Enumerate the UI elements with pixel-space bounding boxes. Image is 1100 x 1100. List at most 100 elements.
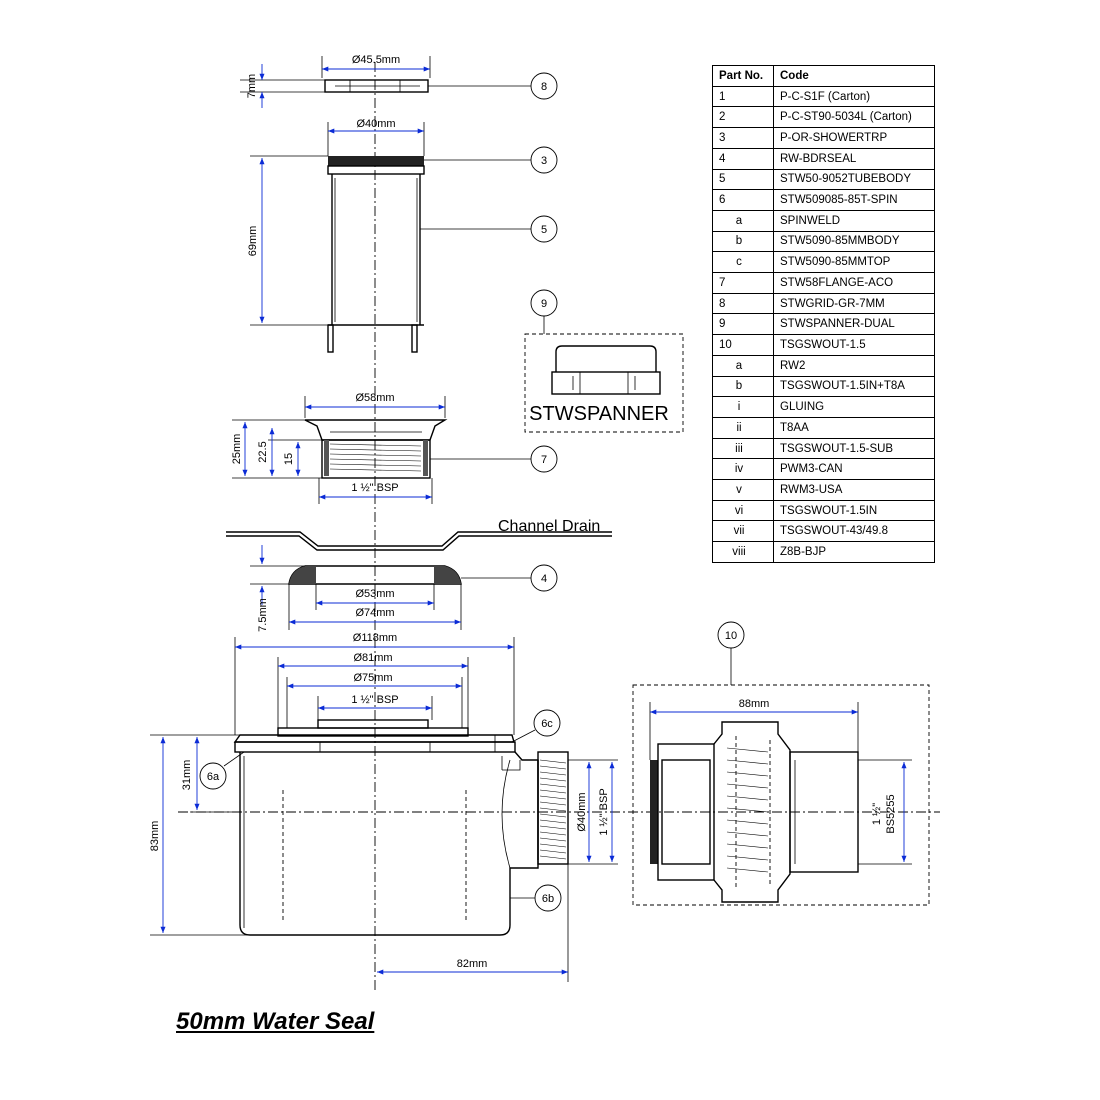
part-number-cell: 1 bbox=[713, 86, 774, 107]
part-code-cell: STW5090-85MMTOP bbox=[780, 256, 891, 269]
seal-height-dimension: 7.5mm bbox=[250, 545, 305, 632]
part-number-cell: 4 bbox=[713, 148, 774, 169]
part-number-cell: a bbox=[713, 210, 774, 231]
svg-text:7: 7 bbox=[541, 454, 547, 466]
outlet-bsp-label: 1 ½" BSP bbox=[598, 788, 610, 835]
parts-table-header: Part No. Code bbox=[713, 66, 934, 87]
part-number-cell: a bbox=[713, 355, 774, 376]
adapter-part-10 bbox=[632, 684, 930, 906]
parts-table-row: 3 P-OR-SHOWERTRP bbox=[713, 128, 934, 149]
flange-dia-label: Ø58mm bbox=[355, 392, 394, 404]
part-number-cell: vii bbox=[713, 521, 774, 542]
part-code-cell: STWGRID-GR-7MM bbox=[780, 297, 885, 310]
tube-dia-dimension: Ø40mm bbox=[327, 118, 425, 156]
header-part-no: Part No. bbox=[713, 66, 774, 86]
parts-table-row: 2 P-C-ST90-5034L (Carton) bbox=[713, 107, 934, 129]
part-code-cell: P-C-S1F (Carton) bbox=[780, 90, 871, 103]
grid-height-dimension: 7mm bbox=[240, 64, 325, 108]
tube-height-dimension: 69mm bbox=[247, 155, 328, 326]
part-code-cell: Z8B-BJP bbox=[780, 546, 827, 559]
tube-height-label: 69mm bbox=[247, 226, 259, 257]
seal-inner-label: Ø53mm bbox=[355, 588, 394, 600]
spanner-label: STWSPANNER bbox=[529, 403, 669, 425]
svg-text:5: 5 bbox=[541, 224, 547, 236]
channel-drain-plate: Channel Drain bbox=[226, 518, 612, 551]
seal-dia-dimensions: Ø53mm Ø74mm bbox=[288, 584, 462, 630]
part-number-cell: 3 bbox=[713, 128, 774, 148]
part-number-cell: b bbox=[713, 231, 774, 252]
outlet-82-label: 82mm bbox=[457, 958, 488, 970]
seal-height-label: 7.5mm bbox=[257, 598, 269, 632]
flange-h25-label: 25mm bbox=[231, 434, 243, 465]
parts-table-row: 4 RW-BDRSEAL bbox=[713, 148, 934, 170]
body-118-label: Ø118mm bbox=[353, 632, 397, 644]
grid-dia-label: Ø45.5mm bbox=[352, 54, 400, 66]
grid-part-8 bbox=[324, 79, 429, 93]
part-code-cell: SPINWELD bbox=[780, 214, 841, 227]
body-bsp-label: 1 ½" BSP bbox=[351, 694, 398, 706]
part-code-cell: GLUING bbox=[780, 401, 825, 414]
adapter-bs-label: 1 ½" bbox=[871, 803, 883, 825]
svg-text:4: 4 bbox=[541, 573, 547, 585]
trap-body-part-6 bbox=[233, 719, 569, 936]
adapter-dimensions: 88mm 1 ½" BS5255 bbox=[649, 698, 912, 865]
part-number-cell: 5 bbox=[713, 169, 774, 190]
drawing-caption: 50mm Water Seal bbox=[176, 1008, 375, 1035]
flange-dia-dimension: Ø58mm bbox=[304, 392, 446, 418]
adapter-88-label: 88mm bbox=[739, 698, 770, 710]
flange-h22-label: 22.5 bbox=[257, 441, 269, 462]
part-code-cell: STW58FLANGE-ACO bbox=[780, 276, 894, 289]
parts-table-row: 1 P-C-S1F (Carton) bbox=[713, 86, 934, 108]
adapter-bs2-label: BS5255 bbox=[885, 794, 897, 833]
body-83-label: 83mm bbox=[149, 821, 161, 852]
parts-table-row: a RW2 bbox=[713, 355, 934, 377]
part-number-cell: 6 bbox=[713, 190, 774, 210]
part-number-cell: iv bbox=[713, 459, 774, 480]
spanner-part-9: STWSPANNER bbox=[524, 333, 684, 433]
svg-text:3: 3 bbox=[541, 155, 547, 167]
outlet-dimensions: Ø40mm 1 ½" BSP 82mm bbox=[377, 759, 618, 982]
parts-table-row: a SPINWELD bbox=[713, 210, 934, 232]
callout-9: 9 bbox=[530, 289, 558, 334]
flange-bsp-dimension: 1 ½" BSP bbox=[318, 478, 433, 504]
grid-height-label: 7mm bbox=[246, 74, 258, 98]
parts-table-row: 9 STWSPANNER-DUAL bbox=[713, 314, 934, 336]
svg-text:10: 10 bbox=[725, 630, 737, 642]
callout-10: 10 bbox=[717, 621, 745, 685]
part-code-cell: TSGSWOUT-1.5IN bbox=[780, 504, 878, 517]
callout-6a: 6a bbox=[199, 751, 245, 790]
part-code-cell: P-C-ST90-5034L (Carton) bbox=[780, 111, 912, 124]
body-height-dimensions: 83mm 31mm bbox=[149, 734, 250, 936]
tube-dia-label: Ø40mm bbox=[356, 118, 395, 130]
body-75-label: Ø75mm bbox=[353, 672, 392, 684]
part-number-cell: 7 bbox=[713, 273, 774, 293]
part-code-cell: RW-BDRSEAL bbox=[780, 152, 857, 165]
part-number-cell: c bbox=[713, 252, 774, 273]
outlet-threads bbox=[539, 759, 567, 860]
svg-text:8: 8 bbox=[541, 81, 547, 93]
callout-6c: 6c bbox=[511, 709, 561, 743]
part-number-cell: b bbox=[713, 376, 774, 397]
part-code-cell: P-OR-SHOWERTRP bbox=[780, 131, 888, 144]
parts-table-row: c STW5090-85MMTOP bbox=[713, 252, 934, 274]
callout-6b: 6b bbox=[510, 884, 562, 912]
part-code-cell: RW2 bbox=[780, 359, 806, 372]
header-code: Code bbox=[780, 69, 809, 82]
part-code-cell: STW509085-85T-SPIN bbox=[780, 194, 898, 207]
callout-3: 3 bbox=[424, 146, 558, 174]
outlet-40-label: Ø40mm bbox=[576, 792, 588, 831]
part-code-cell: STWSPANNER-DUAL bbox=[780, 318, 895, 331]
flange-height-dimensions: 25mm 22.5 15 bbox=[231, 419, 322, 479]
part-number-cell: 2 bbox=[713, 107, 774, 128]
part-number-cell: 9 bbox=[713, 314, 774, 335]
